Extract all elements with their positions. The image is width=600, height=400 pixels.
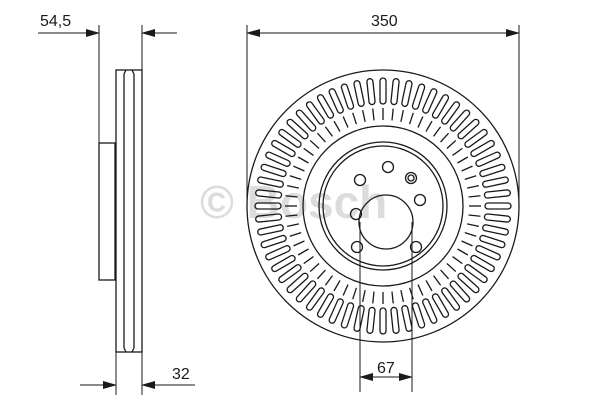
- slot: [417, 88, 438, 128]
- slot: [417, 284, 438, 324]
- bolt-hole: [353, 173, 367, 187]
- slot: [464, 163, 506, 181]
- dimension-center-bore: 67: [377, 360, 395, 377]
- slot: [452, 128, 488, 156]
- slot: [295, 109, 326, 143]
- slot: [400, 80, 413, 123]
- slot: [468, 213, 511, 223]
- hub-outer: [318, 141, 448, 271]
- bolt-hole: [413, 193, 427, 207]
- slot: [340, 83, 358, 125]
- inner-friction-edge: [302, 125, 464, 287]
- slot: [328, 284, 349, 324]
- slot: [469, 202, 512, 210]
- slot: [440, 109, 471, 143]
- center-bore: [358, 194, 414, 250]
- disc-plate-side: [115, 69, 143, 353]
- bolt-hole: [350, 240, 364, 254]
- slot: [286, 118, 320, 149]
- slot: [366, 291, 376, 334]
- slot: [305, 275, 333, 311]
- slot: [286, 263, 320, 294]
- slot: [379, 77, 387, 120]
- bolt-hole: [349, 207, 363, 221]
- slot: [316, 280, 341, 318]
- bolt-hole: [409, 240, 423, 254]
- slot: [446, 263, 480, 294]
- slot: [464, 231, 506, 249]
- slot: [390, 78, 400, 121]
- slot: [260, 163, 302, 181]
- slot: [440, 269, 471, 303]
- slot: [457, 139, 495, 164]
- front-view: [246, 25, 520, 392]
- slot: [316, 94, 341, 132]
- slot: [255, 189, 298, 199]
- slot: [408, 83, 426, 125]
- slot: [366, 78, 376, 121]
- slot: [461, 240, 501, 261]
- slot: [265, 151, 305, 172]
- slot: [400, 289, 413, 332]
- hub-side: [98, 142, 116, 281]
- bolt-hole: [381, 160, 395, 174]
- bolt-hole: [407, 174, 415, 182]
- dimension-hub-offset: 54,5: [40, 13, 71, 30]
- slot: [278, 128, 314, 156]
- slot: [328, 88, 349, 128]
- slot: [295, 269, 326, 303]
- slot: [446, 118, 480, 149]
- slot: [340, 287, 358, 329]
- hub-inner: [322, 145, 444, 267]
- slot: [452, 256, 488, 284]
- slot: [353, 289, 366, 332]
- slot: [408, 287, 426, 329]
- slot: [255, 213, 298, 223]
- slot: [461, 151, 501, 172]
- slot: [466, 223, 509, 236]
- side-view: [38, 25, 195, 395]
- slot: [433, 101, 461, 137]
- slot: [353, 80, 366, 123]
- slot: [390, 291, 400, 334]
- dimension-thickness: 32: [172, 366, 190, 383]
- slot: [265, 240, 305, 261]
- slot: [260, 231, 302, 249]
- dimension-diameter: 350: [371, 13, 398, 30]
- slot: [305, 101, 333, 137]
- slot: [466, 176, 509, 189]
- slot: [379, 292, 387, 335]
- slot: [278, 256, 314, 284]
- slot: [271, 139, 309, 164]
- slot: [433, 275, 461, 311]
- ventilation-slots: [254, 77, 512, 335]
- slot: [425, 94, 450, 132]
- slot: [257, 223, 300, 236]
- slot: [257, 176, 300, 189]
- bolt-hole: [404, 171, 418, 185]
- slot: [425, 280, 450, 318]
- slot: [271, 248, 309, 273]
- slot: [254, 202, 297, 210]
- slot: [457, 248, 495, 273]
- slot: [468, 189, 511, 199]
- bolt-holes: [349, 160, 427, 254]
